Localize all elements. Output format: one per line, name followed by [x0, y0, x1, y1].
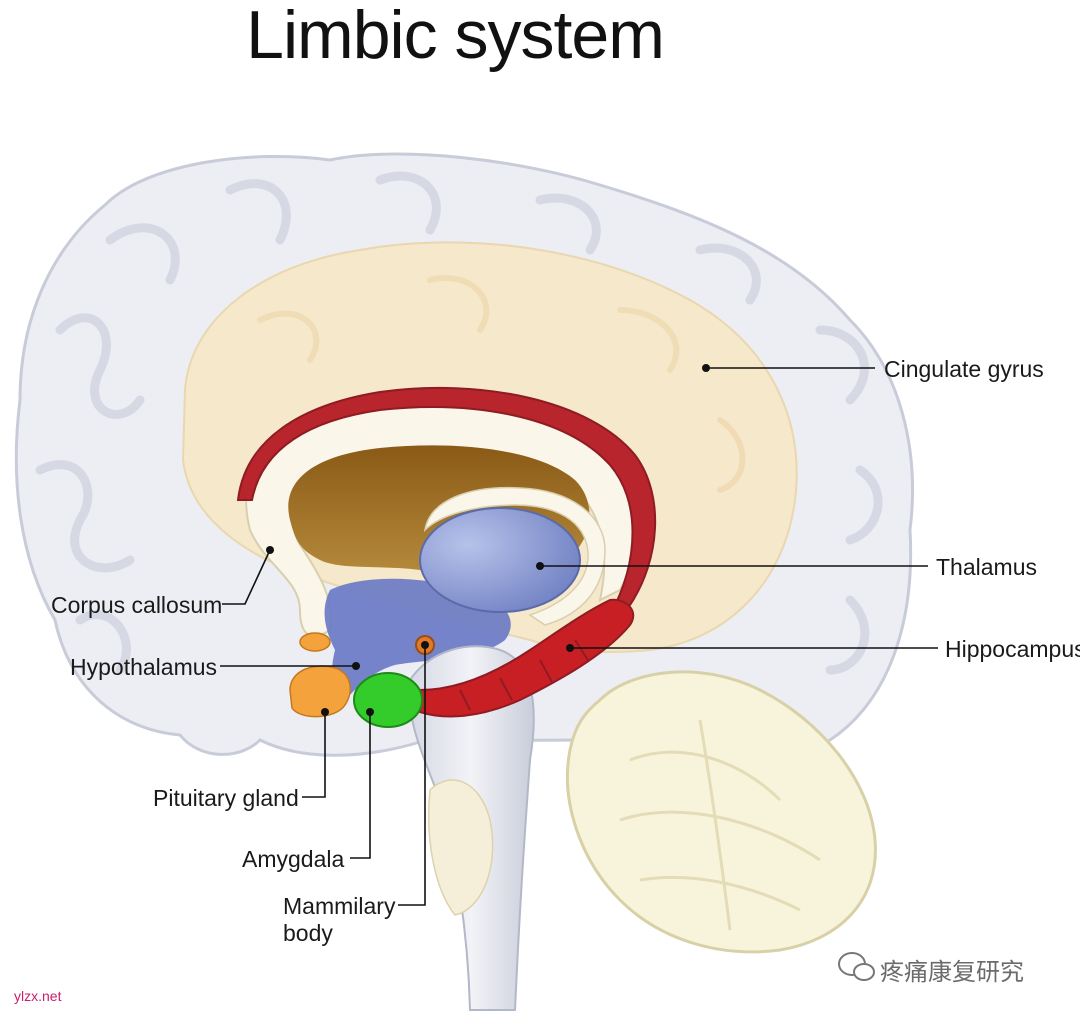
fornix-arc — [236, 386, 657, 618]
pons-shape — [427, 779, 494, 916]
leader-corpus-callosum — [222, 549, 271, 605]
label-cingulate-gyrus: Cingulate gyrus — [884, 356, 1044, 382]
hippocampus-shape — [419, 598, 635, 718]
thalamus-shape — [419, 507, 581, 613]
label-mammilary-body: body — [283, 920, 333, 946]
label-corpus-callosum: Corpus callosum — [51, 592, 223, 618]
site-link[interactable]: ylzx.net — [14, 988, 62, 1004]
amygdala-shape — [353, 672, 423, 728]
pituitary-gland-shape — [289, 665, 351, 718]
label-hippocampus: Hippocampus — [945, 636, 1080, 662]
label-thalamus: Thalamus — [936, 554, 1037, 580]
label-mammilary: Mammilary — [283, 893, 396, 919]
cerebellum-shape — [566, 670, 877, 954]
leader-pituitary — [302, 712, 326, 798]
page-title: Limbic system — [246, 0, 665, 73]
leader-mammilary — [398, 645, 426, 906]
label-hypothalamus: Hypothalamus — [70, 654, 218, 680]
leader-dots — [266, 364, 710, 716]
wechat-icon — [838, 952, 875, 981]
leader-amygdala — [350, 712, 371, 859]
label-amygdala: Amygdala — [242, 846, 345, 872]
fornix-body — [423, 486, 606, 626]
leader-lines — [220, 367, 938, 906]
watermark-text: 疼痛康复研究 — [880, 958, 1024, 986]
pituitary-stalk — [299, 632, 331, 652]
label-pituitary-gland: Pituitary gland — [153, 785, 299, 811]
